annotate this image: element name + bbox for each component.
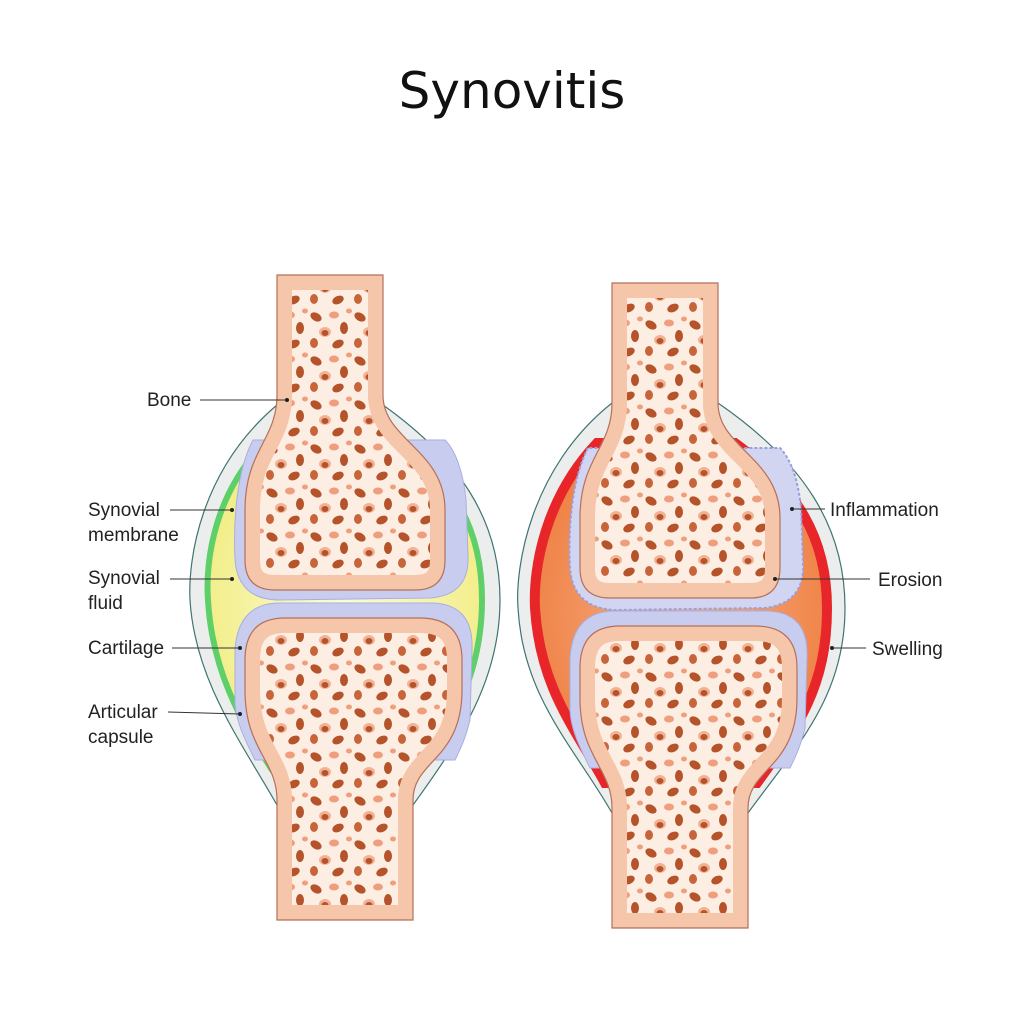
label-synovial-membrane: Synovial membrane: [88, 500, 234, 546]
page-title: Synovitis: [398, 62, 626, 120]
label-erosion: Erosion: [773, 570, 942, 591]
label-synovial-fluid: Synovial fluid: [88, 568, 234, 614]
svg-text:Articular: Articular: [88, 702, 158, 723]
svg-text:Synovial: Synovial: [88, 500, 160, 521]
svg-text:membrane: membrane: [88, 525, 179, 546]
svg-text:Swelling: Swelling: [872, 639, 943, 660]
svg-text:capsule: capsule: [88, 727, 154, 748]
svg-text:Erosion: Erosion: [878, 570, 942, 591]
svg-text:Cartilage: Cartilage: [88, 638, 164, 659]
label-swelling: Swelling: [830, 639, 943, 660]
healthy-joint: [189, 274, 501, 921]
label-cartilage: Cartilage: [88, 638, 242, 659]
inflamed-joint: [517, 282, 846, 929]
svg-text:Synovial: Synovial: [88, 568, 160, 589]
label-articular-capsule: Articular capsule: [88, 702, 242, 748]
svg-text:Inflammation: Inflammation: [830, 500, 939, 521]
svg-text:fluid: fluid: [88, 593, 123, 614]
label-bone: Bone: [147, 390, 289, 411]
label-inflammation: Inflammation: [790, 500, 939, 521]
svg-text:Bone: Bone: [147, 390, 191, 411]
